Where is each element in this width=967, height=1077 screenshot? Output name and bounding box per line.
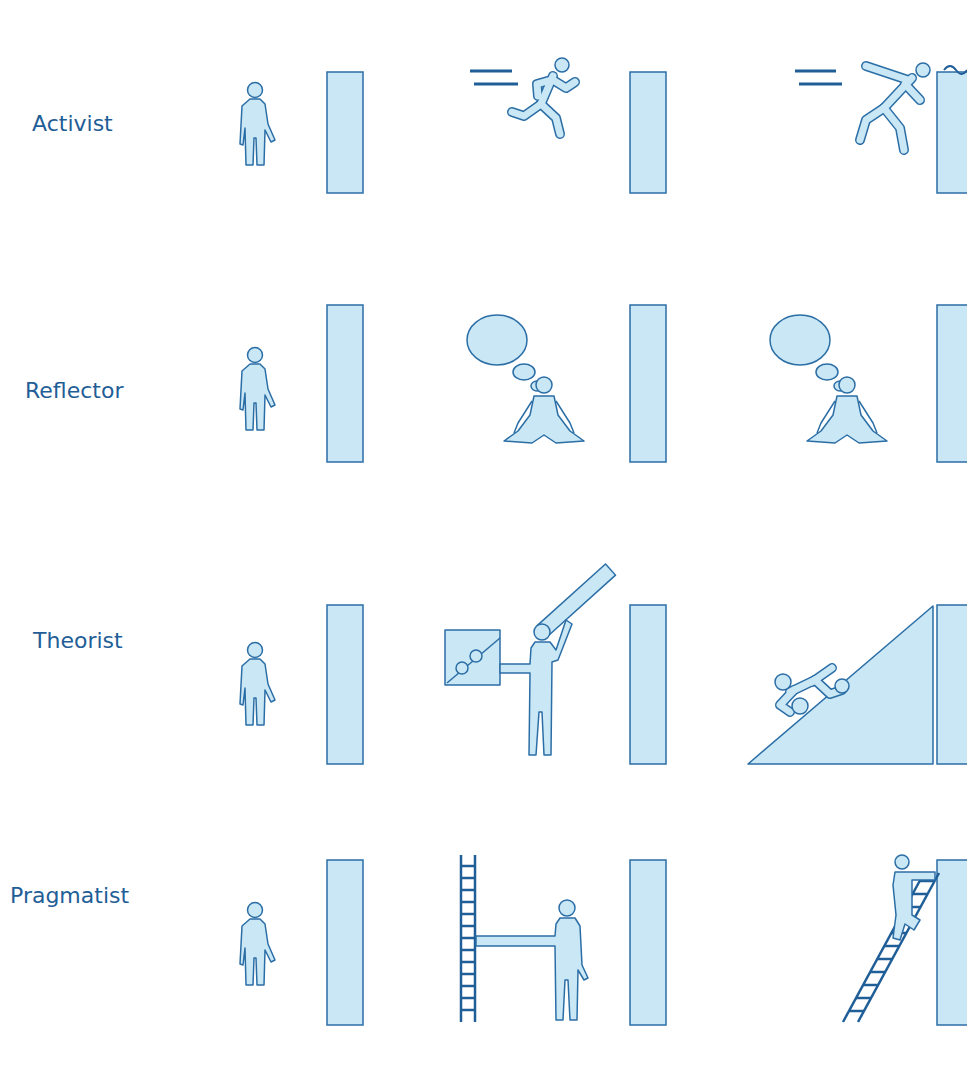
wall [327, 305, 363, 462]
impact-mark [944, 66, 967, 74]
row-label: Activist [32, 111, 113, 136]
standing-person [240, 643, 275, 726]
standing-person [240, 903, 275, 986]
wall [630, 605, 666, 764]
wall [327, 860, 363, 1025]
ramp [748, 606, 933, 764]
person-holding-ladder [476, 900, 588, 1020]
wall [327, 72, 363, 193]
wall [937, 305, 967, 462]
running-person [512, 58, 575, 134]
thought-bubble [467, 315, 543, 391]
wall [937, 72, 967, 193]
speed-lines [795, 71, 842, 84]
thought-bubble [770, 315, 846, 391]
row-label: Reflector [25, 378, 123, 403]
person-with-plank [500, 564, 616, 755]
person-on-ladder [893, 855, 935, 940]
wall [630, 860, 666, 1025]
wall [327, 605, 363, 764]
meditating-person [807, 377, 887, 443]
ramp-plan [445, 630, 500, 685]
person-hitting-wall [860, 63, 930, 150]
wall [937, 605, 967, 764]
meditating-person [504, 377, 584, 443]
speed-lines [470, 71, 518, 84]
standing-person [240, 348, 275, 431]
row-label: Pragmatist [10, 883, 129, 908]
standing-person [240, 83, 275, 166]
row-label: Theorist [33, 628, 123, 653]
wall [937, 860, 967, 1025]
climbing-person [775, 668, 849, 714]
wall [630, 72, 666, 193]
leaning-ladder [843, 873, 939, 1022]
wall [630, 305, 666, 462]
ladder [461, 855, 475, 1022]
